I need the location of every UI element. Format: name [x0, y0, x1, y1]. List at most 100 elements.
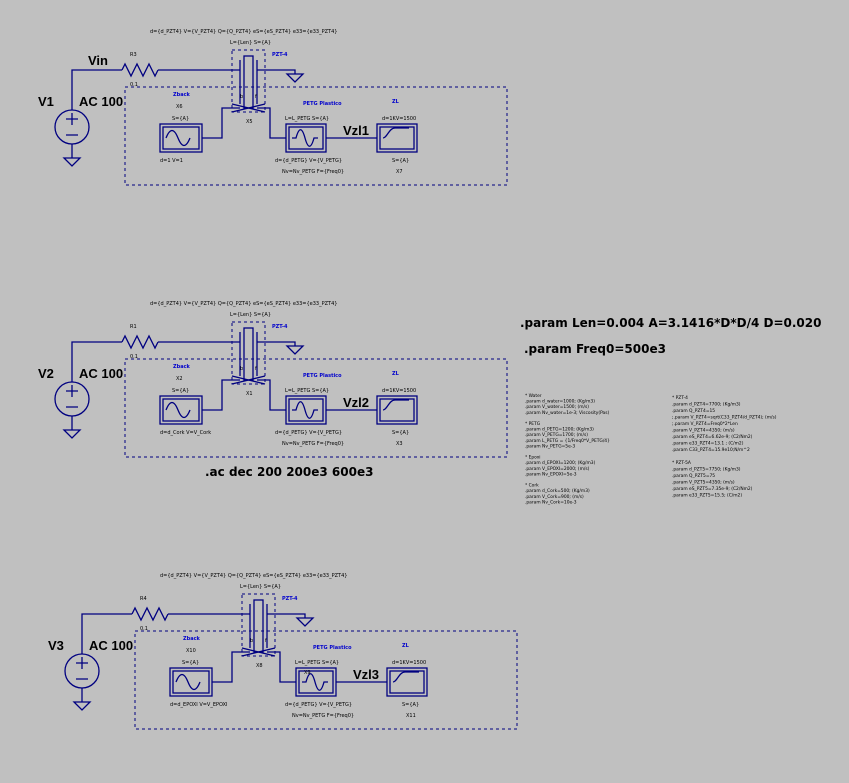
pzt-ground-wire: [267, 613, 306, 618]
param-line-right: .param V_PZT5=4350; (m/s): [672, 480, 735, 486]
voltage-source-value: AC 100: [79, 366, 123, 381]
param-line-right: .param C33_PZT4=15.9e10;N/m^2: [672, 447, 750, 453]
backing-title: Zback: [183, 636, 201, 642]
resistor-symbol: [121, 334, 159, 350]
pzt-electrodes: [239, 332, 258, 376]
load-name: X7: [396, 169, 403, 175]
param-line-right: * PZT-4: [672, 395, 688, 401]
backing-name: X6: [176, 104, 183, 110]
line-parameters: d={d_PETG} V={V_PETG}: [275, 430, 342, 436]
input-wire: [81, 613, 132, 654]
pzt-crossing: [241, 647, 276, 657]
pzt-tag: PZT-4: [282, 596, 298, 602]
param-line-right: ;.param V_PZT4=Freq0*2*Len: [672, 421, 738, 427]
resistor-name: R4: [140, 596, 147, 602]
pzt-name: X1: [246, 391, 253, 397]
voltage-source-name: V2: [38, 366, 54, 381]
backing-wire: [212, 651, 250, 683]
pzt-outline: [231, 49, 266, 113]
backing-block-symbol: [175, 673, 201, 691]
backing-wire: [202, 107, 240, 139]
voltage-source-name: V1: [38, 94, 54, 109]
load-title: ZL: [392, 99, 400, 105]
backing-name: X10: [186, 648, 196, 654]
transmission-line-block-inner: [288, 126, 324, 150]
source-ground-icon: [62, 429, 82, 439]
pzt-length: L={Len} S={A}: [240, 584, 281, 590]
directive-params-frequency: .param Freq0=500e3: [524, 342, 666, 356]
param-line-left: .param V_water=1500; (m/s): [525, 404, 589, 410]
transmission-line-block-symbol: [292, 401, 318, 419]
param-line-left: .param Nv_PETG=5e-3: [525, 443, 575, 449]
line-parameters: d={d_PETG} V={V_PETG}: [275, 158, 342, 164]
output-node-label: Vzl3: [353, 667, 379, 682]
backing-wire: [202, 379, 240, 411]
resistor-name: R1: [130, 324, 137, 330]
line-length: L=L_PETG S={A}: [285, 116, 329, 122]
pzt-name: X8: [256, 663, 263, 669]
pzt-to-line-wire: [267, 651, 296, 683]
pzt-crossing: [231, 103, 266, 113]
backing-block-inner: [172, 670, 210, 694]
param-line-left: * Epoxi: [525, 455, 541, 461]
transmission-line-block-symbol: [292, 129, 318, 147]
pzt-parameters: d={d_PZT4} V={V_PZT4} Q={Q_PZT4} eS={eS_…: [150, 301, 337, 307]
voltage-source-polarity: [66, 113, 78, 136]
load-area: S={A}: [392, 430, 409, 436]
param-line-right: .param eS_PZT4=6.62e-9; (C2/Nm2): [672, 434, 753, 440]
line-loss: Nv=Nv_PETG F={Freq0}: [282, 441, 344, 447]
param-line-right: .param V_PZT4=4350; (m/s): [672, 428, 735, 434]
param-line-right: .param Q_PZT4=15: [672, 408, 715, 414]
resistor-symbol: [121, 62, 159, 78]
load-title: ZL: [402, 643, 410, 649]
backing-block-inner: [162, 126, 200, 150]
resistor-value: 0.1: [140, 626, 148, 632]
param-line-right: .param d_PZT5=7750; (Kg/m3): [672, 467, 741, 473]
resistor-value: 0.1: [130, 82, 138, 88]
directive-params-dimensions: .param Len=0.004 A=3.1416*D*D/4 D=0.020: [520, 316, 821, 330]
backing-area: S={A}: [182, 660, 199, 666]
line-name: X9: [304, 670, 311, 676]
pzt-pin-back: b: [240, 366, 243, 372]
load-block-symbol: [382, 127, 409, 139]
pzt-pin-front: f: [255, 94, 257, 100]
param-line-left: .param V_EPOXI=2000; (m/s): [525, 466, 590, 472]
load-area: S={A}: [392, 158, 409, 164]
pzt-electrodes: [239, 60, 258, 104]
pzt-pin-front: f: [265, 638, 267, 644]
param-line-left: .param V_Cork=900; (m/s): [525, 494, 584, 500]
load-block-inner: [389, 670, 425, 694]
pzt-crossing: [231, 375, 266, 385]
load-block-inner: [379, 126, 415, 150]
pzt-ground-icon: [295, 617, 315, 627]
load-block: [376, 395, 418, 425]
pzt-outline: [231, 321, 266, 385]
voltage-source-name: V3: [48, 638, 64, 653]
directive-ac-analysis: .ac dec 200 200e3 600e3: [205, 465, 373, 479]
pzt-parameters: d={d_PZT4} V={V_PZT4} Q={Q_PZT4} eS={eS_…: [150, 29, 337, 35]
line-parameters: d={d_PETG} V={V_PETG}: [285, 702, 352, 708]
param-line-right: * PZT-5A: [672, 460, 691, 466]
param-line-left: .param Nv_water=1e-3; Viscosity(Pas): [525, 410, 610, 416]
load-name: X11: [406, 713, 416, 719]
line-title: PETG Plastico: [303, 101, 342, 107]
load-title: ZL: [392, 371, 400, 377]
pzt-element: [243, 55, 254, 109]
param-line-right: .param d_PZT4=7700; (Kg/m3): [672, 402, 741, 408]
param-line-left: .param d_PETG=1200; (Kg/m3): [525, 427, 594, 433]
backing-area: S={A}: [172, 388, 189, 394]
resistor-symbol: [131, 606, 169, 622]
param-line-left: * Cork: [525, 483, 539, 489]
pzt-ground-wire: [257, 69, 296, 74]
pzt-pin-front: f: [255, 366, 257, 372]
param-line-left: .param d_EPOXI=1200; (Kg/m3): [525, 460, 596, 466]
backing-block-inner: [162, 398, 200, 422]
transmission-line-block-symbol: [302, 673, 328, 691]
pzt-to-line-wire: [257, 379, 286, 411]
pzt-outline: [241, 593, 276, 657]
backing-title: Zback: [173, 92, 191, 98]
transmission-line-block-inner: [288, 398, 324, 422]
